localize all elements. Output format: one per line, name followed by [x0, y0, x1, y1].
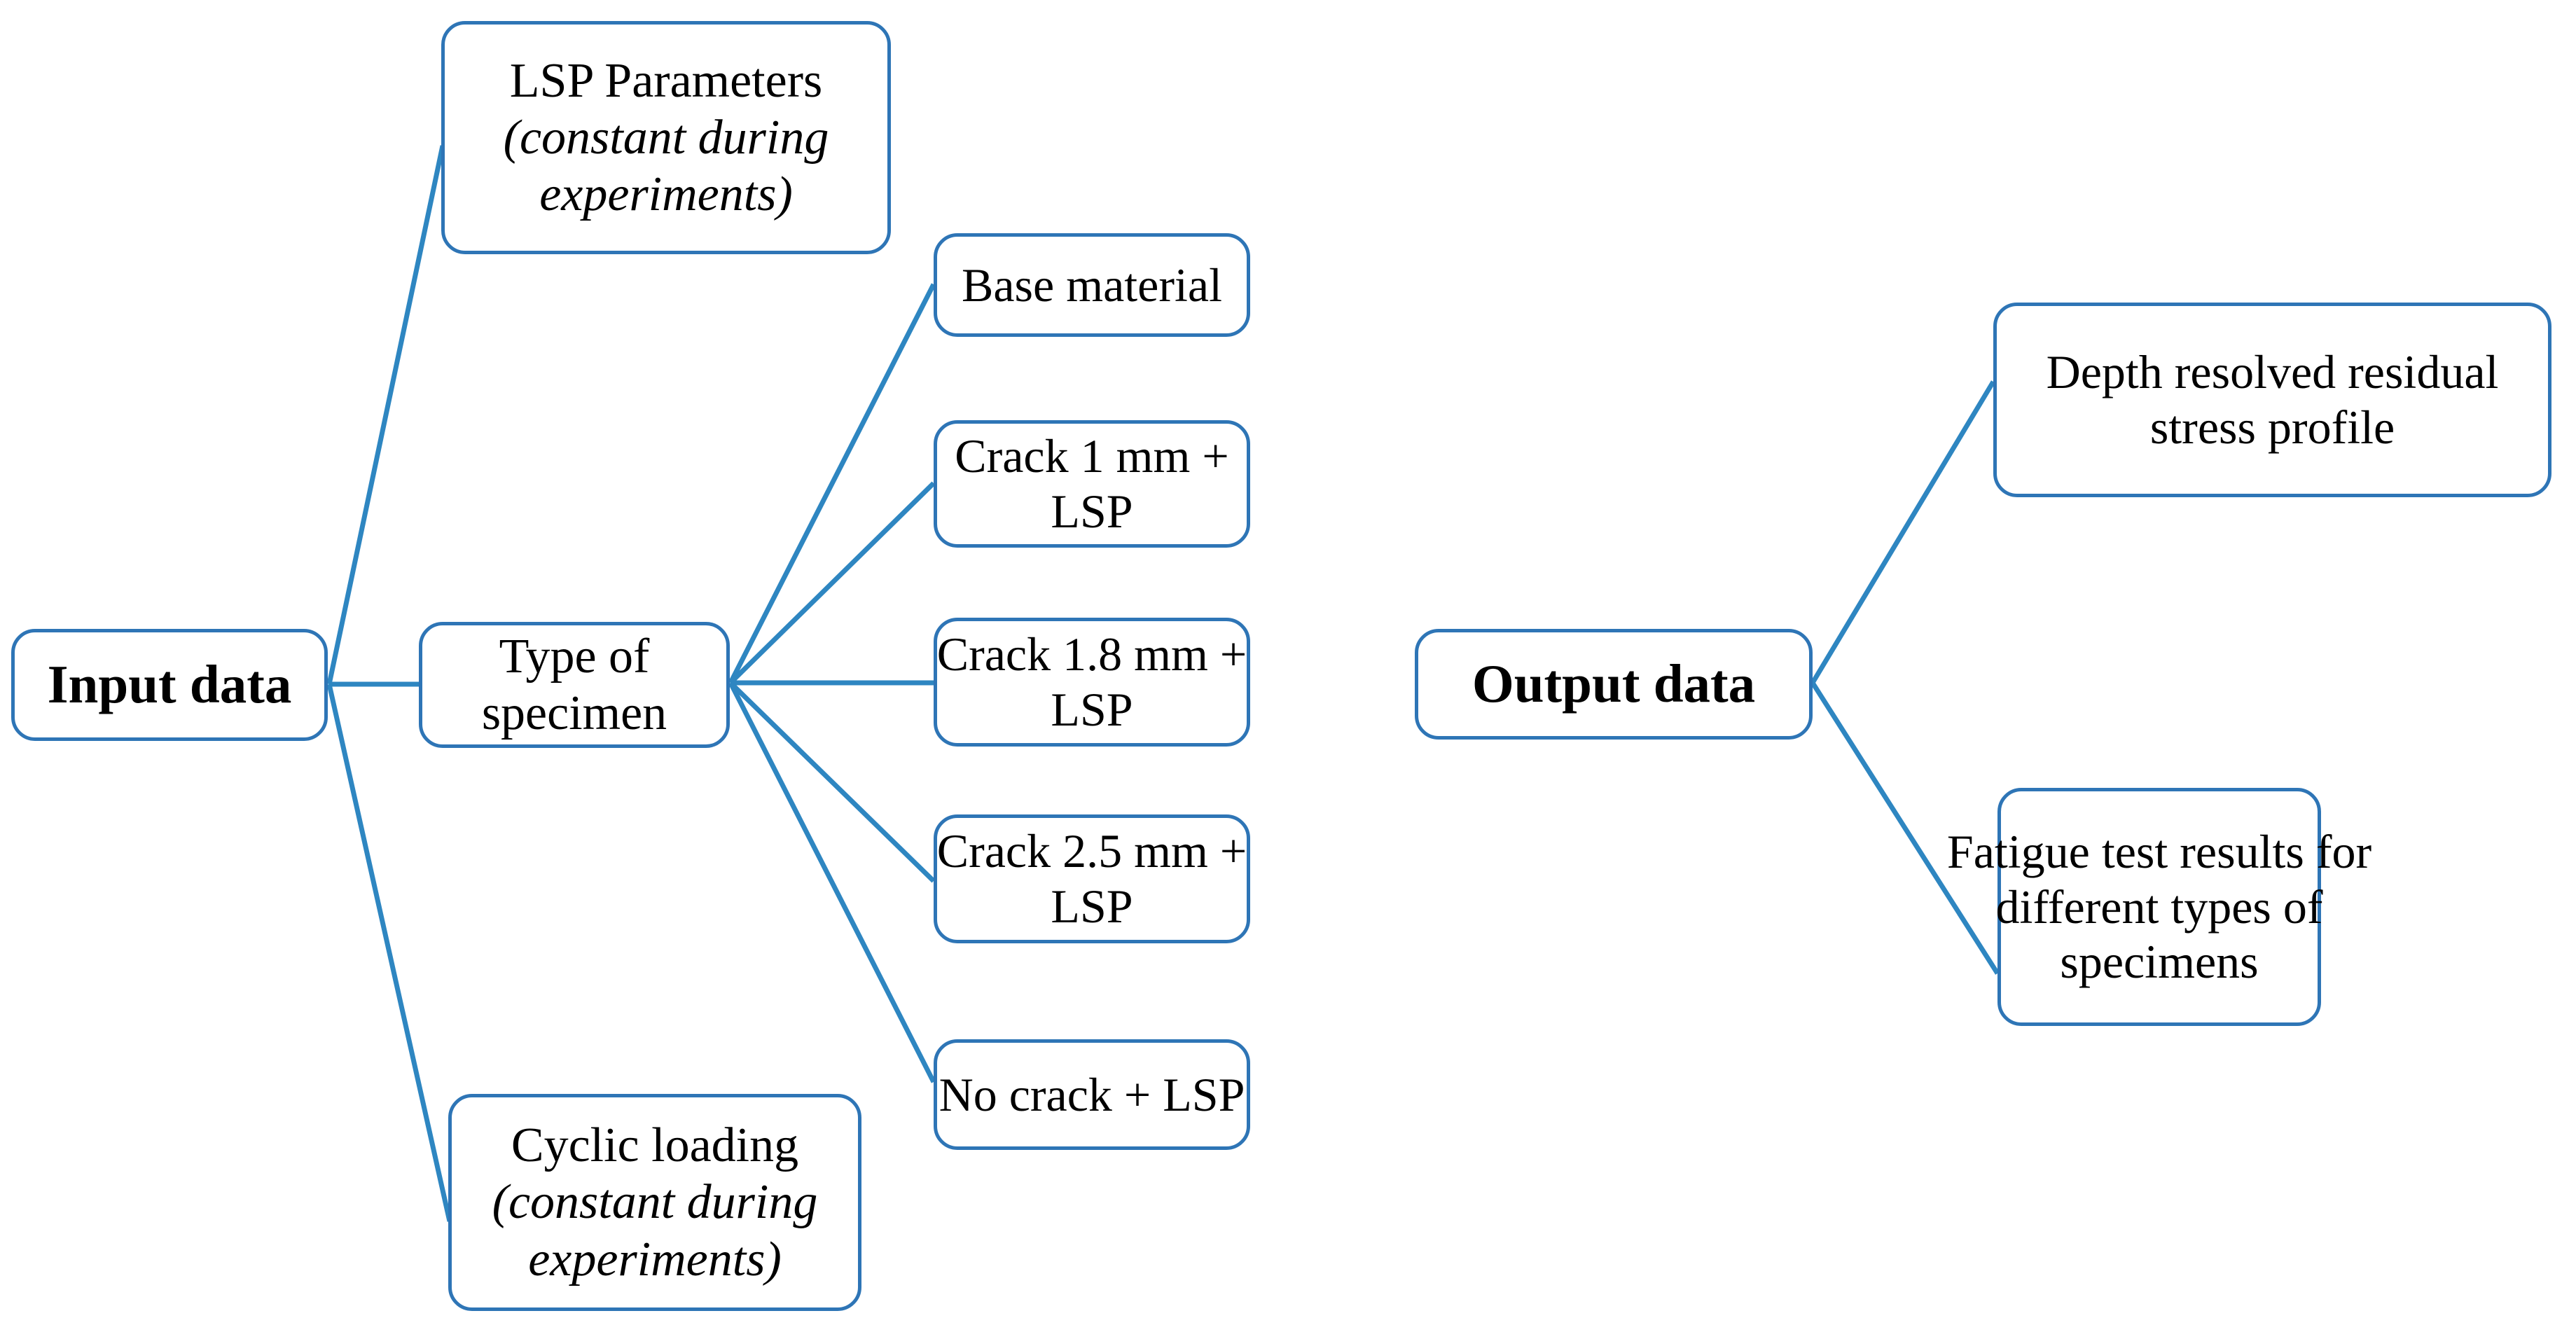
node-cyclic-loading[interactable]: Cyclic loading (constant during experime… — [448, 1094, 861, 1311]
node-specimen-crack-1mm[interactable]: Crack 1 mm + LSP — [934, 420, 1250, 548]
node-specimen-no-crack[interactable]: No crack + LSP — [934, 1039, 1250, 1150]
cyclic-loading-line-2: (constant during — [492, 1175, 818, 1230]
type-of-specimen-line-1: Type of — [499, 629, 650, 684]
output-data-label: Output data — [1471, 653, 1756, 714]
specimen-no-crack-line-1: No crack + LSP — [939, 1067, 1245, 1121]
specimen-crack-1mm-line-1: Crack 1 mm + — [955, 429, 1229, 483]
edge-output-to-depth-profile — [1810, 380, 1996, 684]
specimen-crack-2p5mm-line-2: LSP — [1051, 880, 1133, 933]
node-input-data[interactable]: Input data — [11, 629, 328, 741]
cyclic-loading-line-1: Cyclic loading — [511, 1118, 799, 1173]
output-depth-profile-line-1: Depth resolved residual — [2046, 345, 2499, 399]
specimen-crack-1p8mm-line-1: Crack 1.8 mm + — [936, 627, 1247, 681]
edge-type-to-no-crack — [728, 681, 936, 1083]
cyclic-loading-line-3: experiments) — [528, 1232, 782, 1286]
node-specimen-crack-2p5mm[interactable]: Crack 2.5 mm + LSP — [934, 814, 1250, 943]
specimen-crack-1mm-line-2: LSP — [1051, 485, 1133, 538]
type-of-specimen-line-2: specimen — [481, 686, 667, 740]
lsp-parameters-line-1: LSP Parameters — [509, 53, 823, 108]
edge-type-to-crack-2p5mm — [728, 681, 936, 883]
node-type-of-specimen[interactable]: Type of specimen — [419, 622, 730, 748]
edge-input-to-lsp-parameters — [326, 145, 445, 685]
node-specimen-crack-1p8mm[interactable]: Crack 1.8 mm + LSP — [934, 618, 1250, 747]
output-depth-profile-line-2: stress profile — [2149, 401, 2395, 454]
node-output-depth-profile[interactable]: Depth resolved residual stress profile — [1993, 303, 2551, 497]
edge-type-to-base-material — [728, 283, 936, 684]
specimen-base-material-line-1: Base material — [962, 258, 1222, 312]
node-lsp-parameters[interactable]: LSP Parameters (constant during experime… — [441, 21, 891, 254]
lsp-parameters-line-2: (constant during — [503, 110, 829, 165]
edge-type-to-crack-1mm — [728, 481, 936, 685]
node-output-data[interactable]: Output data — [1415, 629, 1813, 740]
node-specimen-base-material[interactable]: Base material — [934, 233, 1250, 337]
output-fatigue-results-line-1: Fatigue test results for — [1946, 824, 2372, 878]
edge-input-to-cyclic-loading — [326, 684, 452, 1222]
output-fatigue-results-line-3: specimens — [2060, 935, 2259, 989]
lsp-parameters-line-3: experiments) — [539, 167, 793, 222]
specimen-crack-1p8mm-line-2: LSP — [1051, 683, 1133, 736]
output-fatigue-results-line-2: different types of — [1995, 880, 2323, 934]
specimen-crack-2p5mm-line-1: Crack 2.5 mm + — [936, 824, 1247, 878]
node-output-fatigue-results[interactable]: Fatigue test results for different types… — [1947, 788, 2371, 1026]
input-data-label: Input data — [47, 654, 292, 715]
